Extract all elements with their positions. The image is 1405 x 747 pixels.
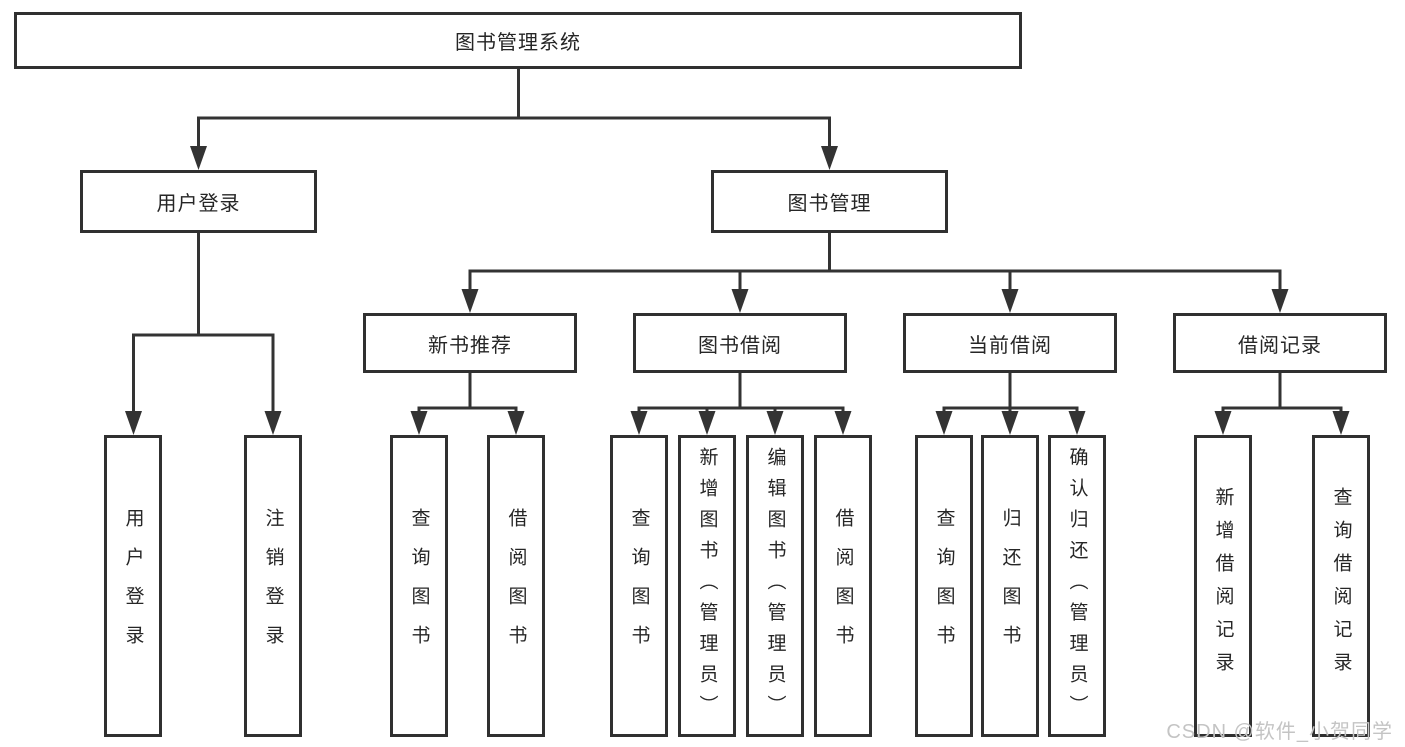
leaf-query-books-current: 查询图书	[915, 435, 973, 737]
node-borrow-records: 借阅记录	[1173, 313, 1387, 373]
leaf-edit-books-admin: 编辑图书（管理员）	[746, 435, 804, 737]
leaf-user-login: 用户登录	[104, 435, 162, 737]
arrow-down-icon	[264, 411, 282, 435]
arrow-down-icon	[507, 411, 525, 435]
node-root-label: 图书管理系统	[455, 32, 581, 54]
leaf-label: 借阅图书	[505, 508, 527, 664]
arrow-down-icon	[731, 289, 749, 313]
leaf-label: 编辑图书（管理员）	[764, 446, 786, 726]
arrow-down-icon	[698, 411, 716, 435]
node-book-management-label: 图书管理	[787, 193, 872, 215]
leaf-label: 确认归还（管理员）	[1066, 446, 1088, 726]
arrow-down-icon	[1271, 289, 1289, 313]
leaf-label: 归还图书	[999, 508, 1021, 664]
arrowheads	[125, 146, 1350, 435]
leaf-query-borrow-record: 查询借阅记录	[1312, 435, 1370, 737]
leaf-label: 查询图书	[408, 508, 430, 664]
arrow-down-icon	[461, 289, 479, 313]
arrow-down-icon	[1001, 411, 1019, 435]
leaf-add-borrow-record: 新增借阅记录	[1194, 435, 1252, 737]
leaf-label: 用户登录	[122, 508, 144, 664]
leaf-label: 借阅图书	[832, 508, 854, 664]
csdn-watermark: CSDN @软件_小贺同学	[1166, 721, 1393, 743]
node-user-login-label: 用户登录	[156, 193, 241, 215]
arrow-down-icon	[1068, 411, 1086, 435]
arrow-down-icon	[410, 411, 428, 435]
node-book-management: 图书管理	[711, 170, 948, 233]
leaf-query-books-borrow: 查询图书	[610, 435, 668, 737]
leaf-label: 新增图书（管理员）	[696, 446, 718, 726]
leaf-return-books: 归还图书	[981, 435, 1039, 737]
connector-lines	[132, 69, 1343, 431]
leaf-query-books-recommend: 查询图书	[390, 435, 448, 737]
arrow-down-icon	[1214, 411, 1232, 435]
node-book-borrow: 图书借阅	[633, 313, 847, 373]
leaf-label: 新增借阅记录	[1212, 487, 1234, 685]
arrow-down-icon	[935, 411, 953, 435]
leaf-add-books-admin: 新增图书（管理员）	[678, 435, 736, 737]
leaf-label: 查询图书	[933, 508, 955, 664]
leaf-label: 查询借阅记录	[1330, 487, 1352, 685]
node-root: 图书管理系统	[14, 12, 1022, 69]
arrow-down-icon	[125, 411, 142, 435]
leaf-label: 注销登录	[262, 508, 284, 664]
arrow-down-icon	[1332, 411, 1350, 435]
leaf-borrow-books-recommend: 借阅图书	[487, 435, 545, 737]
arrow-down-icon	[834, 411, 852, 435]
node-user-login: 用户登录	[80, 170, 317, 233]
node-borrow-records-label: 借阅记录	[1238, 334, 1322, 357]
arrow-down-icon	[190, 146, 207, 170]
arrow-down-icon	[630, 411, 648, 435]
arrow-down-icon	[766, 411, 784, 435]
node-new-book-recommend-label: 新书推荐	[428, 334, 512, 357]
leaf-borrow-books: 借阅图书	[814, 435, 872, 737]
arrow-down-icon	[1001, 289, 1019, 313]
leaf-logout: 注销登录	[244, 435, 302, 737]
node-current-borrow: 当前借阅	[903, 313, 1117, 373]
node-current-borrow-label: 当前借阅	[968, 334, 1052, 357]
node-new-book-recommend: 新书推荐	[363, 313, 577, 373]
leaf-label: 查询图书	[628, 508, 650, 664]
leaf-confirm-return-admin: 确认归还（管理员）	[1048, 435, 1106, 737]
node-book-borrow-label: 图书借阅	[698, 334, 782, 357]
arrow-down-icon	[821, 146, 838, 170]
